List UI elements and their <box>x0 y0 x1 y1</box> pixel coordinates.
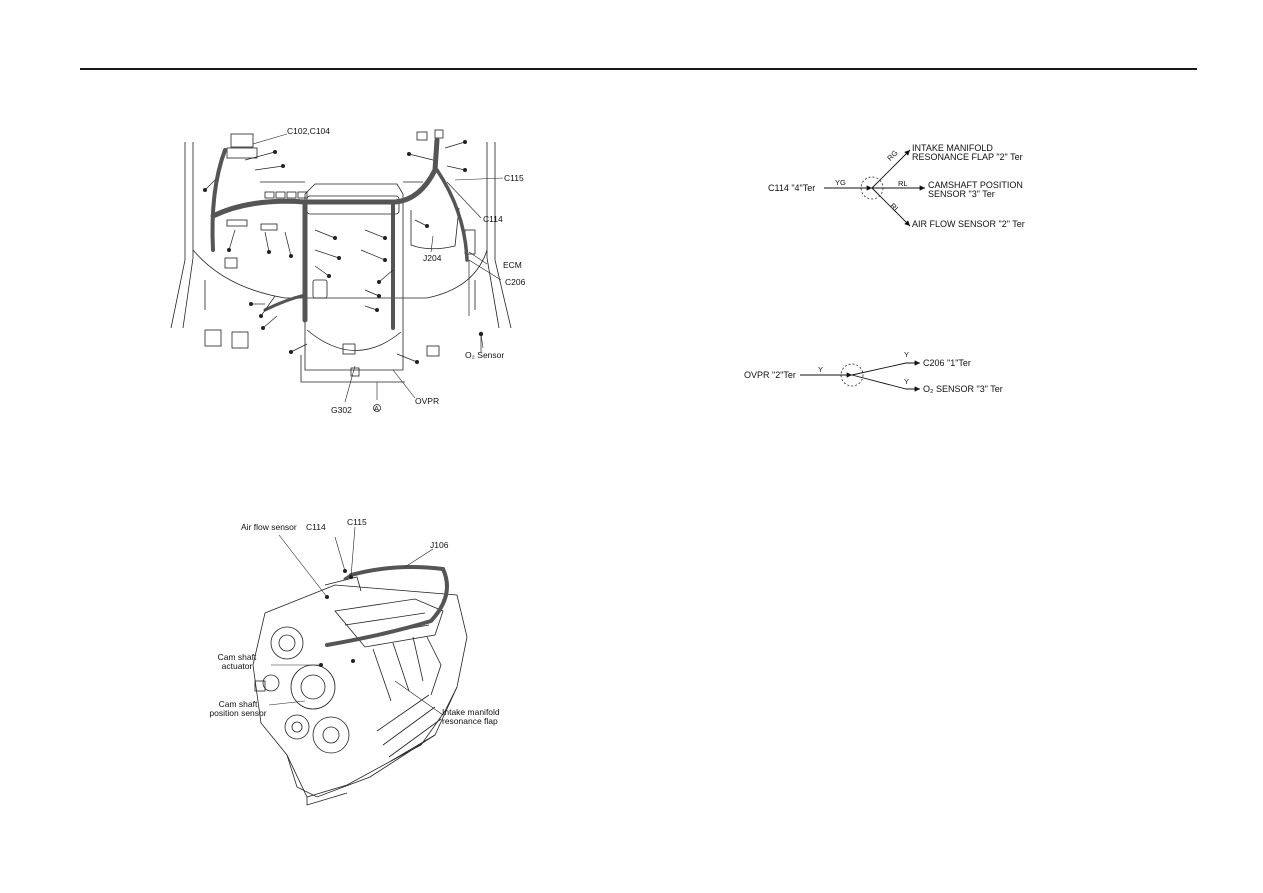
label-engine-c115: C115 <box>347 517 367 527</box>
label-j106: J106 <box>430 540 449 550</box>
harness-ground-symbol <box>373 404 381 412</box>
engine-view-drawing <box>252 526 468 806</box>
j204-branch-1-wire: Y <box>904 350 910 359</box>
j204-source-wire: Y <box>818 365 824 374</box>
j106-source-wire: YG <box>835 178 846 187</box>
label-air-flow-sensor: Air flow sensor <box>241 522 297 532</box>
j204-source-label: OVPR "2"Ter <box>744 370 796 380</box>
page-header-rule <box>80 68 1197 70</box>
label-cam-shaft-position-sensor: Cam shaft position sensor <box>209 699 267 718</box>
engine-view-figure: Air flow sensor C114 C115 J106 Cam shaft… <box>195 515 515 815</box>
splice-j106-lines <box>824 149 925 227</box>
j106-branch-2-wire: RL <box>898 179 908 188</box>
label-g302: G302 <box>331 405 352 415</box>
j204-branch-2-dest: O₂ SENSOR "3" Ter <box>923 384 1003 394</box>
j106-branch-1-dest: INTAKE MANIFOLD RESONANCE FLAP "2" Ter <box>912 143 1023 163</box>
label-o2-sensor: O₂ Sensor <box>465 350 505 360</box>
label-c102-c104: C102,C104 <box>287 126 331 136</box>
label-c206: C206 <box>505 277 526 287</box>
splice-j204-diagram: OVPR "2"Ter Y Y Y C206 "1"Ter O₂ SENSOR … <box>740 348 1040 398</box>
label-ovpr: OVPR <box>415 396 440 406</box>
j204-branch-1-dest: C206 "1"Ter <box>923 358 971 368</box>
label-intake-manifold-resonance-flap: Intake manifold resonance flap <box>442 707 500 726</box>
label-j204: J204 <box>423 253 442 263</box>
j204-branch-2-wire: Y <box>904 377 910 386</box>
j106-branch-2-dest: CAMSHAFT POSITION SENSOR "3" Ter <box>928 180 1023 200</box>
label-c115: C115 <box>504 173 524 183</box>
harness-layout-figure: C102,C104 C115 C114 J204 ECM C206 O₂ Sen… <box>165 120 540 425</box>
label-ground-symbol: A <box>374 404 380 413</box>
splice-j106-diagram: C114 "4"Ter YG RG RL RL INTAKE MANIFOLD … <box>760 138 1070 233</box>
label-engine-c114: C114 <box>306 522 326 532</box>
harness-layout-drawing <box>170 129 512 412</box>
label-cam-shaft-actuator: Cam shaft actuator <box>217 652 257 671</box>
j106-branch-3-dest: AIR FLOW SENSOR "2" Ter <box>912 219 1025 229</box>
splice-j204-lines <box>800 360 920 392</box>
label-ecm: ECM <box>503 260 522 270</box>
j106-source-label: C114 "4"Ter <box>768 183 816 193</box>
label-c114: C114 <box>483 214 503 224</box>
